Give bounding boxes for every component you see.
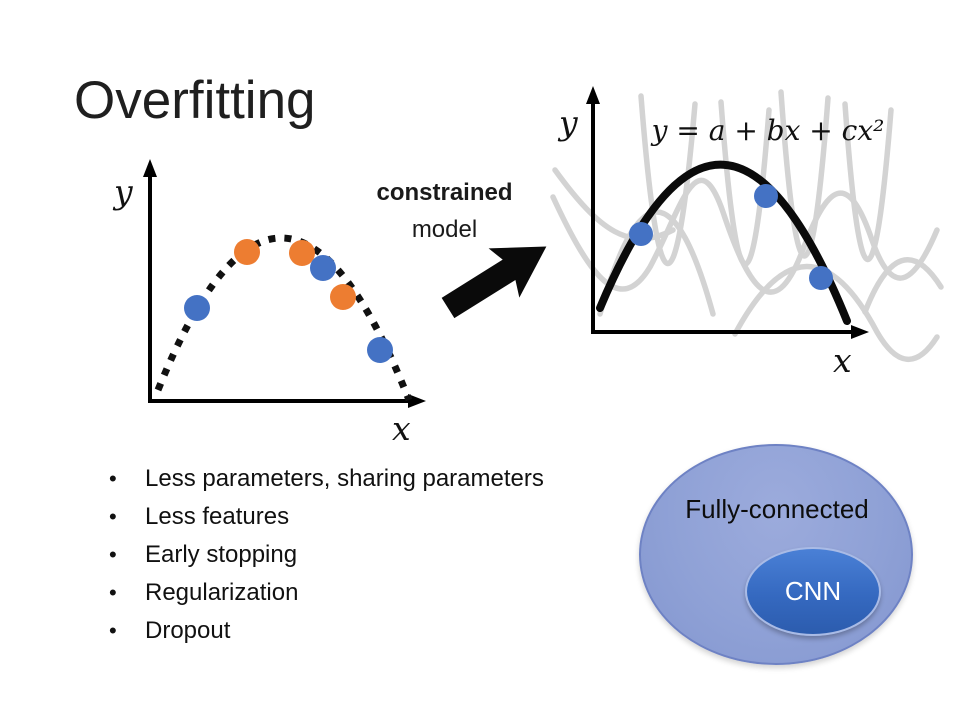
- left-scatter-plot: y x: [112, 159, 426, 448]
- data-point-blue: [809, 266, 833, 290]
- bullet-marker: •: [109, 580, 117, 605]
- block-arrow-icon: [441, 246, 547, 319]
- bullet-list: • Less parameters, sharing parameters • …: [103, 460, 663, 650]
- list-item: • Early stopping: [103, 536, 663, 574]
- transform-label-regular: model: [411, 216, 478, 244]
- bullet-marker: •: [109, 542, 117, 567]
- list-item-label: Dropout: [145, 617, 231, 644]
- list-item-label: Regularization: [145, 579, 299, 606]
- y-axis-label: y: [557, 103, 578, 142]
- page-title: Overfitting: [74, 71, 316, 130]
- list-item: • Dropout: [103, 612, 663, 650]
- x-axis-arrowhead: [851, 325, 869, 339]
- list-item: • Less parameters, sharing parameters: [103, 460, 663, 498]
- y-axis-label: y: [112, 172, 133, 211]
- equation-label: y = a + bx + cx²: [651, 114, 885, 147]
- y-axis-arrowhead: [586, 86, 600, 104]
- y-axis-arrowhead: [143, 159, 157, 177]
- list-item: • Less features: [103, 498, 663, 536]
- list-item-label: Early stopping: [145, 541, 298, 568]
- data-point-blue: [754, 184, 778, 208]
- bullet-marker: •: [109, 504, 117, 529]
- bullet-marker: •: [109, 466, 117, 491]
- venn-inner-label: CNN: [784, 576, 842, 606]
- data-point-orange: [234, 239, 260, 265]
- data-point-blue: [310, 255, 336, 281]
- venn-inner-ellipse: CNN: [745, 547, 881, 636]
- list-item: • Regularization: [103, 574, 663, 612]
- right-fit-plot: y x: [550, 86, 944, 380]
- venn-outer-label: Fully-connected: [685, 494, 869, 524]
- x-axis-label: x: [392, 409, 411, 448]
- list-item-label: Less features: [145, 503, 290, 530]
- data-point-blue: [629, 222, 653, 246]
- list-item-label: Less parameters, sharing parameters: [145, 465, 544, 492]
- data-point-blue: [184, 295, 210, 321]
- transform-label-bold: constrained: [376, 179, 513, 206]
- bullet-marker: •: [109, 618, 117, 643]
- data-point-orange: [330, 284, 356, 310]
- data-point-orange: [289, 240, 315, 266]
- x-axis-label: x: [833, 341, 852, 380]
- transform-label: constrained model: [352, 174, 537, 248]
- data-point-blue: [367, 337, 393, 363]
- x-axis-arrowhead: [408, 394, 426, 408]
